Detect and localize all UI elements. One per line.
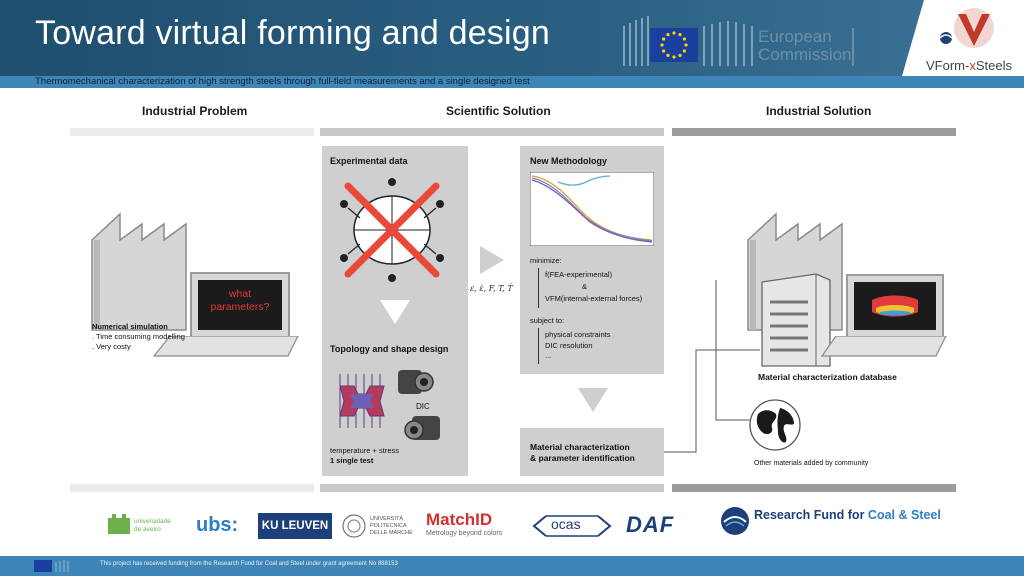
eu-separator	[852, 28, 854, 66]
deformation-map-icon	[872, 295, 918, 317]
database-server-icon	[761, 273, 831, 367]
solution-screen	[854, 282, 936, 330]
daf-logo: DAF	[626, 512, 675, 537]
footer-eu-logo-icon	[34, 560, 69, 572]
footer-bar	[0, 556, 1024, 576]
problem-bottom-bar	[70, 484, 314, 492]
science-top-bar	[320, 128, 664, 136]
screen-question: what parameters?	[210, 288, 270, 313]
problem-bullet-2: . Very costy	[92, 342, 131, 351]
experimental-footer: temperature + stress 1 single test	[330, 446, 399, 466]
eu-label: European Commission	[758, 28, 852, 64]
topology-title: Topology and shape design	[330, 344, 449, 354]
subject-bracket	[538, 328, 539, 364]
problem-caption: Numerical simulation . Time consuming mo…	[92, 322, 185, 352]
vform-logo-panel	[902, 0, 1024, 76]
header-banner: Toward virtual forming and design	[0, 0, 1024, 76]
database-label: Material characterization database	[758, 372, 897, 382]
constraint-1: physical constraints	[545, 330, 611, 339]
arrow-formula: ε, ε̇, F, T, Ṫ	[470, 284, 513, 293]
page-subtitle: Thermomechanical characterization of hig…	[35, 76, 530, 87]
rfcs-text-a: Research Fund for	[754, 508, 868, 522]
science-bottom-bar	[320, 484, 664, 492]
rfcs-logo: Research Fund for Coal & Steel	[754, 508, 941, 522]
experimental-footer-2: 1 single test	[330, 456, 374, 465]
ubs-logo: ubs:	[196, 514, 239, 536]
eu-building-icon	[703, 21, 753, 66]
identification-line-2: & parameter identification	[530, 453, 635, 463]
globe-icon	[749, 399, 801, 451]
factory-icon	[91, 212, 187, 331]
kuleuven-logo: KU LEUVEN	[258, 513, 332, 539]
methodology-down-arrow	[578, 388, 608, 412]
ocas-logo-icon	[532, 515, 612, 537]
topology-specimen-icon	[339, 374, 385, 428]
eu-label-line1: European	[758, 27, 832, 46]
subtitle-bar	[0, 76, 1024, 88]
methodology-amp: &	[582, 282, 588, 291]
problem-screen: what parameters?	[198, 280, 282, 330]
eu-label-line2: Commission	[758, 45, 852, 64]
problem-top-bar	[70, 128, 314, 136]
column-industrial-solution: Industrial Solution	[766, 104, 872, 118]
page-title: Toward virtual forming and design	[35, 14, 550, 52]
vform-logo-icon	[939, 8, 994, 48]
vform-logo-text: VForm-xSteels	[926, 58, 1012, 73]
minimize-bracket	[538, 268, 539, 308]
methodology-subject-label: subject to:	[530, 316, 565, 325]
identification-panel	[520, 428, 664, 476]
rfcs-logo-icon	[721, 507, 749, 535]
aveiro-text-1: universidade	[134, 518, 171, 525]
problem-monitor: what parameters?	[190, 272, 290, 338]
constraint-3: ...	[545, 351, 552, 360]
connector-lines	[664, 280, 760, 453]
methodology-term-1: f(FEA-experimental)	[545, 270, 613, 279]
camera-top-icon	[398, 370, 434, 394]
polimi-logo: UNIVERSITÀ POLITECNICA DELLE MARCHE	[370, 516, 413, 537]
camera-bottom-icon	[404, 416, 440, 440]
identification-line-1: Material characterization	[530, 442, 630, 452]
keyboard-icon	[152, 336, 299, 357]
vform-x: x	[969, 58, 976, 73]
identification-text: Material characterization & parameter id…	[530, 442, 635, 464]
polimi-text-3: DELLE MARCHE	[370, 530, 413, 536]
matchid-tagline: Metrology beyond colors	[426, 530, 503, 537]
solution-keyboard-icon	[820, 336, 947, 357]
methodology-title: New Methodology	[530, 156, 607, 166]
vform-prefix: VForm-	[926, 58, 970, 73]
aveiro-logo: universidade de aveiro	[134, 518, 171, 534]
column-scientific-solution: Scientific Solution	[446, 104, 551, 118]
solution-bottom-bar	[672, 484, 956, 492]
problem-bullet-1: . Time consuming modelling	[92, 332, 185, 341]
experimental-down-arrow	[380, 300, 410, 324]
experimental-specimen-icon	[340, 178, 444, 282]
experimental-title: Experimental data	[330, 156, 408, 166]
ocas-logo: ocas	[551, 516, 581, 532]
vform-suffix: Steels	[975, 58, 1012, 73]
eu-lines-icon	[623, 16, 649, 66]
column-industrial-problem: Industrial Problem	[142, 104, 248, 118]
polimi-text-2: POLITECNICA	[370, 523, 407, 529]
constraint-2: DIC resolution	[545, 341, 593, 350]
solution-top-bar	[672, 128, 956, 136]
matchid-logo: MatchID	[426, 510, 493, 529]
rfcs-text-b: Coal & Steel	[867, 508, 941, 522]
problem-title: Numerical simulation	[92, 322, 168, 331]
community-label: Other materials added by community	[754, 460, 869, 467]
methodology-minimize-label: minimize:	[530, 256, 562, 265]
science-right-arrow	[480, 246, 504, 274]
eu-flag-icon	[650, 28, 698, 62]
european-commission-logo: European Commission	[620, 6, 860, 70]
polimi-text-1: UNIVERSITÀ	[370, 516, 404, 522]
dic-label: DIC	[416, 402, 430, 411]
methodology-term-2: VFM(internal-external forces)	[545, 294, 643, 303]
solution-monitor	[846, 274, 944, 338]
footer-funding-text: This project has received funding from t…	[100, 561, 398, 567]
aveiro-logo-icon	[108, 514, 130, 534]
experimental-footer-1: temperature + stress	[330, 446, 399, 455]
polimi-seal-icon	[342, 514, 366, 538]
convergence-chart-icon	[530, 172, 654, 246]
aveiro-text-2: de aveiro	[134, 526, 161, 533]
